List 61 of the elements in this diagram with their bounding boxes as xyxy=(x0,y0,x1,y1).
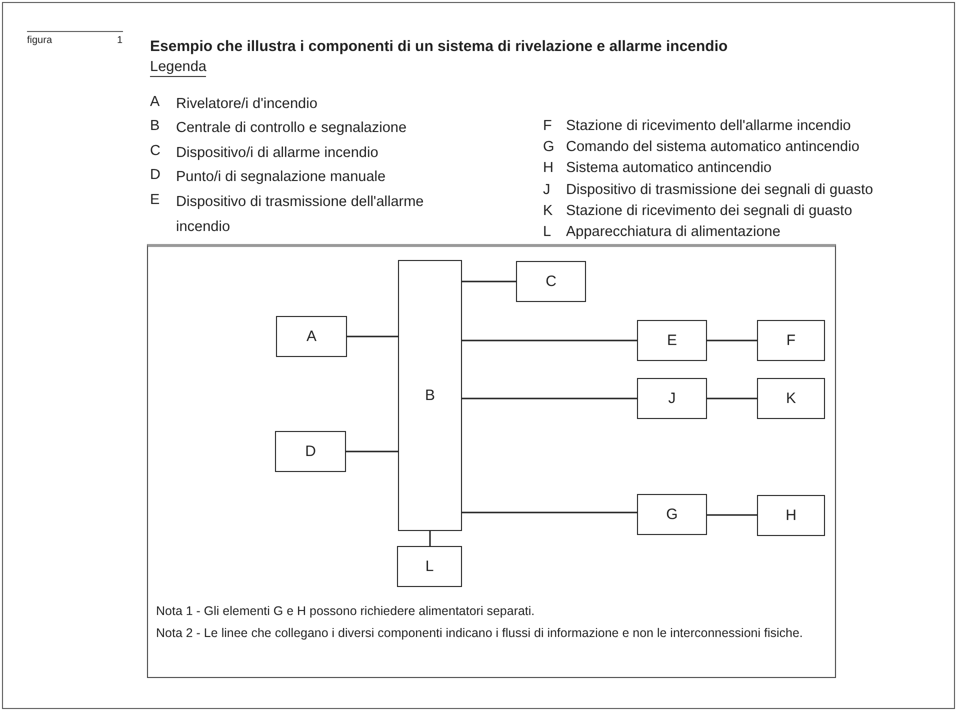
component-box xyxy=(637,320,707,361)
figure-label: figura xyxy=(27,34,52,48)
legend-key-letter: C xyxy=(150,142,160,161)
figure-title: Esempio che illustra i componenti di un sistema di rivelazione e allarme incendio xyxy=(150,37,728,57)
box-letter: E xyxy=(666,332,677,349)
connector-line xyxy=(347,336,398,338)
legend-description: Centrale di controllo e segnalazione xyxy=(176,119,408,138)
legend-key-letter: D xyxy=(150,166,160,186)
note-text: Nota 1 - Gli elementi G e H possono richiedere alimentatori separati. xyxy=(156,604,536,619)
connector-line xyxy=(462,280,516,282)
legend-key-letter: L xyxy=(543,223,552,242)
component-box xyxy=(757,320,825,361)
legend-description: Stazione di ricevimento dei segnali di guasto xyxy=(566,202,852,221)
component-box xyxy=(398,260,462,531)
legend-description: Dispositivo di trasmissione dei segnali di guasto xyxy=(566,180,874,200)
legend-description: Rivelatore/i d'incendio xyxy=(176,95,318,114)
figure-number: 1 xyxy=(117,34,123,48)
box-letter: A xyxy=(306,328,316,345)
connector-line xyxy=(462,512,637,514)
connector-line xyxy=(707,398,757,400)
legend-key-letter: E xyxy=(150,190,160,210)
legend-description: Sistema automatico antincendio xyxy=(566,159,772,178)
legend-description: Comando del sistema automatico antincendio xyxy=(566,138,860,158)
diagram-frame xyxy=(147,244,836,678)
box-letter: B xyxy=(424,387,435,404)
connector-line xyxy=(429,531,431,546)
component-box xyxy=(276,316,347,357)
box-letter: D xyxy=(305,443,316,460)
component-box xyxy=(516,261,586,302)
box-letter: C xyxy=(546,273,556,290)
component-box xyxy=(397,546,462,587)
legend-key-letter: B xyxy=(150,117,160,136)
legend-description: Dispositivo di trasmissione dell'allarme incendio xyxy=(176,192,425,237)
box-letter: G xyxy=(666,506,678,523)
legend-description: Punto/i di segnalazione manuale xyxy=(176,168,387,188)
legend-key-letter: G xyxy=(543,138,554,158)
component-box xyxy=(757,495,825,536)
box-letter: H xyxy=(786,507,796,524)
legend-key-letter: F xyxy=(543,117,552,136)
legend-key-letter: J xyxy=(543,180,550,200)
connector-line xyxy=(462,398,637,400)
box-letter: K xyxy=(786,390,796,407)
connector-line xyxy=(707,514,757,516)
component-box xyxy=(637,494,707,535)
component-box xyxy=(757,378,825,419)
box-letter: F xyxy=(786,332,796,349)
legend-description: Dispositivo/i di allarme incendio xyxy=(176,144,380,163)
component-box xyxy=(637,378,707,419)
box-letter: J xyxy=(668,390,676,407)
legend-heading: Legenda xyxy=(150,58,206,77)
legend-key-letter: H xyxy=(543,159,554,178)
connector-line xyxy=(346,450,398,452)
connector-line xyxy=(707,340,757,342)
component-box xyxy=(275,431,346,472)
legend-key-letter: K xyxy=(543,202,553,221)
legend-description: Stazione di ricevimento dell'allarme incendio xyxy=(566,117,851,136)
connector-line xyxy=(462,340,637,342)
box-letter: L xyxy=(425,558,434,575)
legend-key-letter: A xyxy=(150,93,160,112)
legend-description: Apparecchiatura di alimentazione xyxy=(566,223,780,242)
note-text: Nota 2 - Le linee che collegano i diversi componenti indicano i flussi di informazione e non le interconnessioni fisiche. xyxy=(156,626,804,641)
